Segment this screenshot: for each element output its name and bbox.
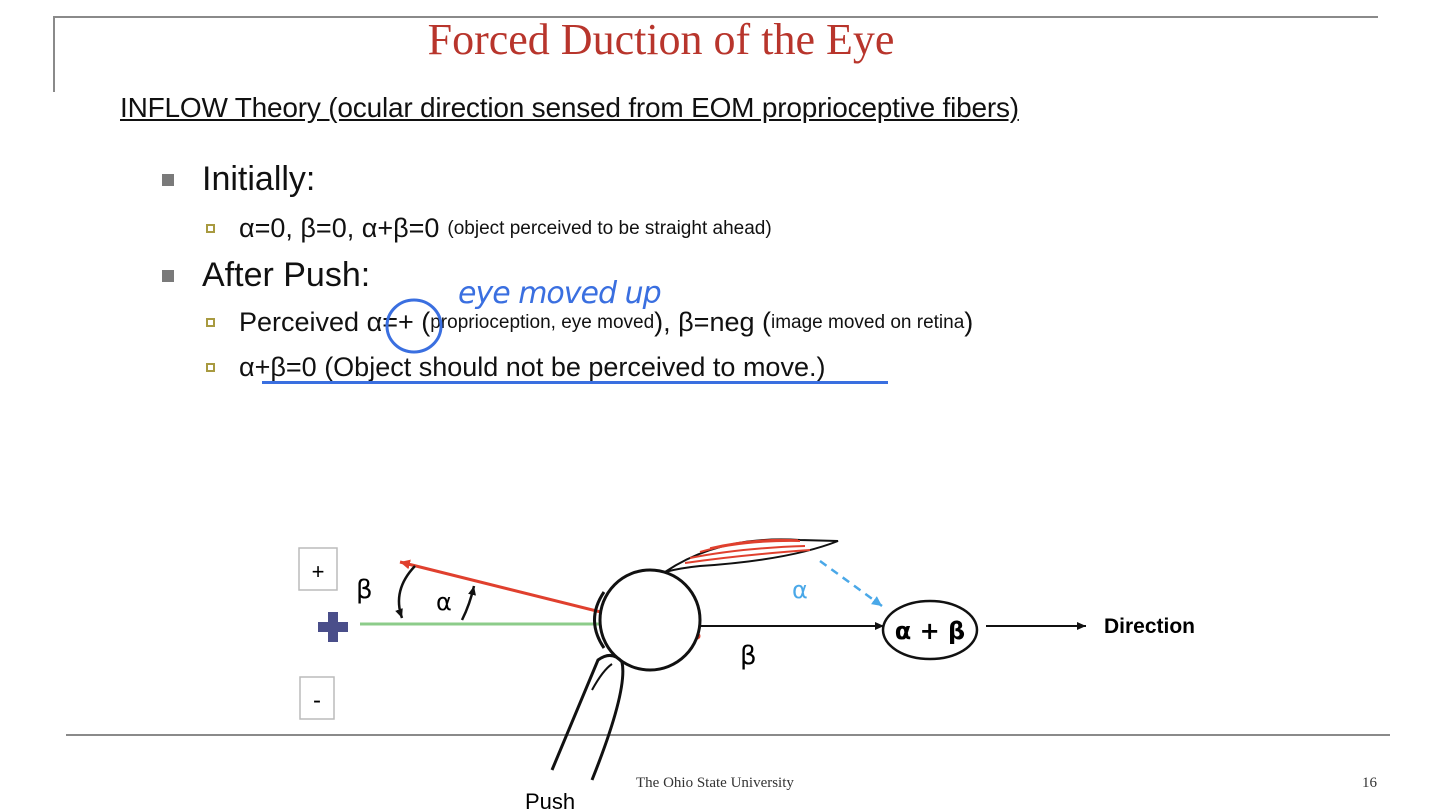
perceived-text-e: ), β=neg ( xyxy=(654,307,771,337)
footer-university: The Ohio State University xyxy=(636,775,794,791)
plus-box-label: + xyxy=(312,559,325,584)
push-label: Push xyxy=(525,789,575,809)
muscle-fiber xyxy=(689,545,806,559)
sum-node xyxy=(881,599,979,661)
minus-box xyxy=(299,676,335,720)
slide-title: Forced Duction of the Eye xyxy=(427,15,895,64)
handwritten-circle xyxy=(385,298,443,354)
bullet-initially: Initially: xyxy=(162,160,315,199)
direction-label: Direction xyxy=(1104,615,1195,638)
target-cross-icon xyxy=(318,612,348,642)
handwritten-annotation: eye moved up xyxy=(458,276,662,311)
initial-values-note: (object perceived to be straight ahead) xyxy=(447,217,772,239)
muscle-fiber xyxy=(709,538,799,549)
beta-left-label: β xyxy=(356,575,373,605)
sub-bullet-sum-zero: α+β=0 (Object should not be perceived to… xyxy=(206,352,825,383)
plus-box xyxy=(298,547,338,591)
square-bullet-icon xyxy=(162,269,174,282)
sum-zero-text: α+β=0 (Object should not be perceived to… xyxy=(239,352,826,382)
bullet-after-push: After Push: xyxy=(162,256,370,295)
sum-node-label: α + β xyxy=(895,617,966,645)
hollow-square-bullet-icon xyxy=(206,363,215,372)
perceived-text-a: Perceived xyxy=(239,307,367,337)
beta-below-label: β xyxy=(740,641,757,671)
footer-page-number: 16 xyxy=(1362,775,1377,791)
alpha-arc-arrow xyxy=(460,585,476,621)
alpha-signal-arrow xyxy=(819,559,883,608)
hollow-square-bullet-icon xyxy=(206,318,215,327)
alpha-dashed-label: α xyxy=(792,576,808,604)
perceived-note-proprioception: proprioception, eye moved xyxy=(430,311,655,333)
perceived-text-g: ) xyxy=(964,307,974,337)
pushing-finger xyxy=(550,654,625,781)
cornea xyxy=(593,591,606,649)
muscle-fiber xyxy=(684,549,811,564)
beta-arc-arrow xyxy=(395,565,416,619)
alpha-left-label: α xyxy=(436,588,452,616)
hollow-square-bullet-icon xyxy=(206,224,215,233)
sub-bullet-perceived: Perceived α=+ ( proprioception, eye move… xyxy=(206,307,973,338)
slide-frame-top xyxy=(54,16,1378,18)
square-bullet-icon xyxy=(162,173,174,186)
muscle-fiber xyxy=(699,539,801,553)
slide-subtitle: INFLOW Theory (ocular direction sensed f… xyxy=(120,92,1019,123)
minus-box-label: - xyxy=(313,687,321,714)
slide-frame-bottom xyxy=(66,734,1390,736)
handwritten-underline xyxy=(262,381,888,384)
bullet-after-push-label: After Push: xyxy=(202,256,371,294)
perceived-note-retina: image moved on retina xyxy=(771,311,965,333)
sub-bullet-initial-values: α=0, β=0, α+β=0 (object perceived to be … xyxy=(206,213,772,244)
fingernail xyxy=(591,663,613,691)
slide-frame-left xyxy=(53,16,55,92)
perceived-text-c: ( xyxy=(413,307,431,337)
eyeball xyxy=(598,568,702,672)
bullet-initially-label: Initially: xyxy=(202,160,316,198)
initial-values-text: α=0, β=0, α+β=0 xyxy=(239,213,440,243)
